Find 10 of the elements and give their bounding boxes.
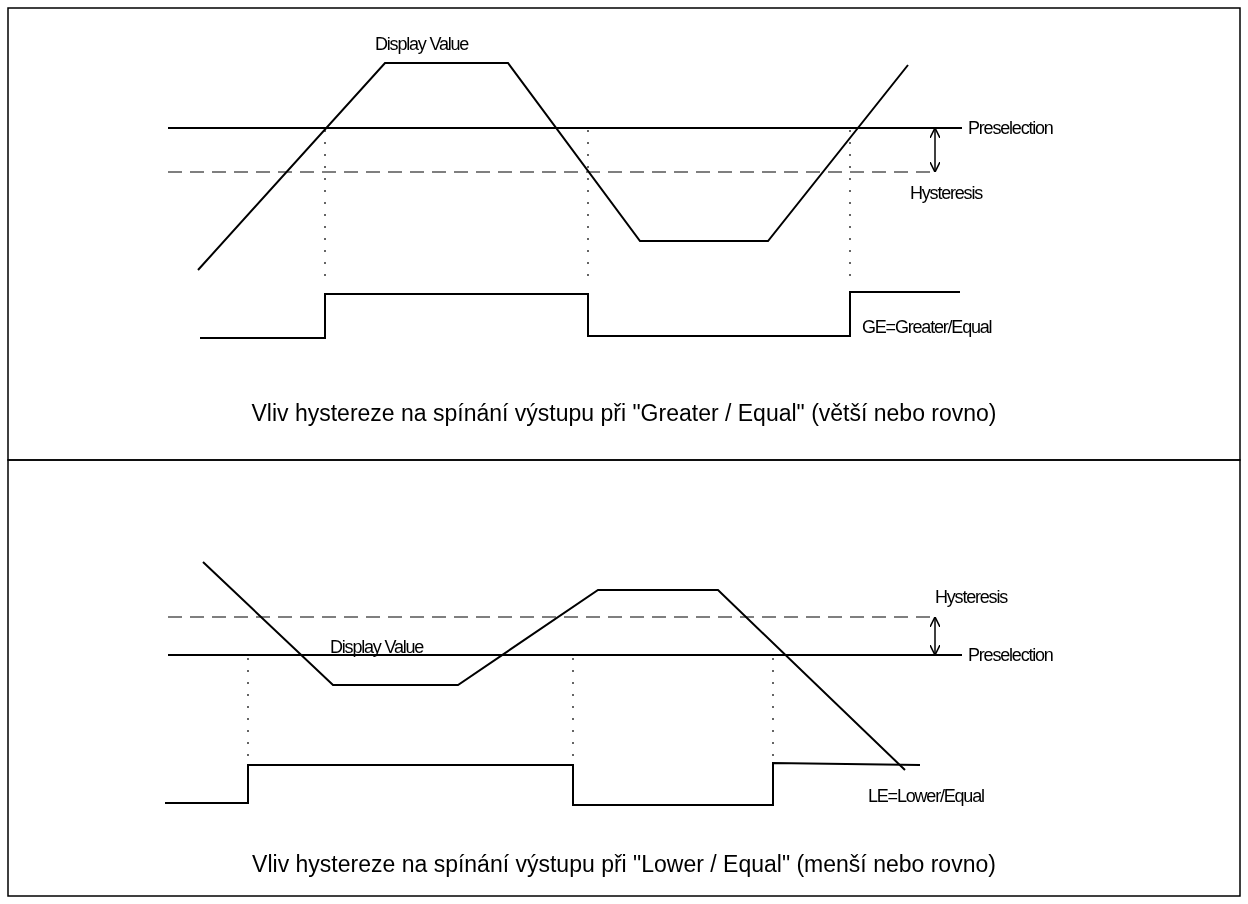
threshold-label: Hysteresis <box>935 588 1007 606</box>
threshold-label: Hysteresis <box>910 184 982 202</box>
output-label: LE=Lower/Equal <box>868 787 984 805</box>
output-label: GE=Greater/Equal <box>862 318 992 336</box>
figure-caption: Vliv hystereze na spínání výstupu při "Greater / Equal" (větší nebo rovno) <box>251 402 997 425</box>
threshold-label: Preselection <box>968 646 1053 664</box>
signal-label: Display Value <box>375 35 469 53</box>
figure-caption: Vliv hystereze na spínání výstupu při "Lower / Equal" (menší nebo rovno) <box>252 853 996 876</box>
threshold-label: Preselection <box>968 119 1053 137</box>
signal-label: Display Value <box>330 638 424 656</box>
